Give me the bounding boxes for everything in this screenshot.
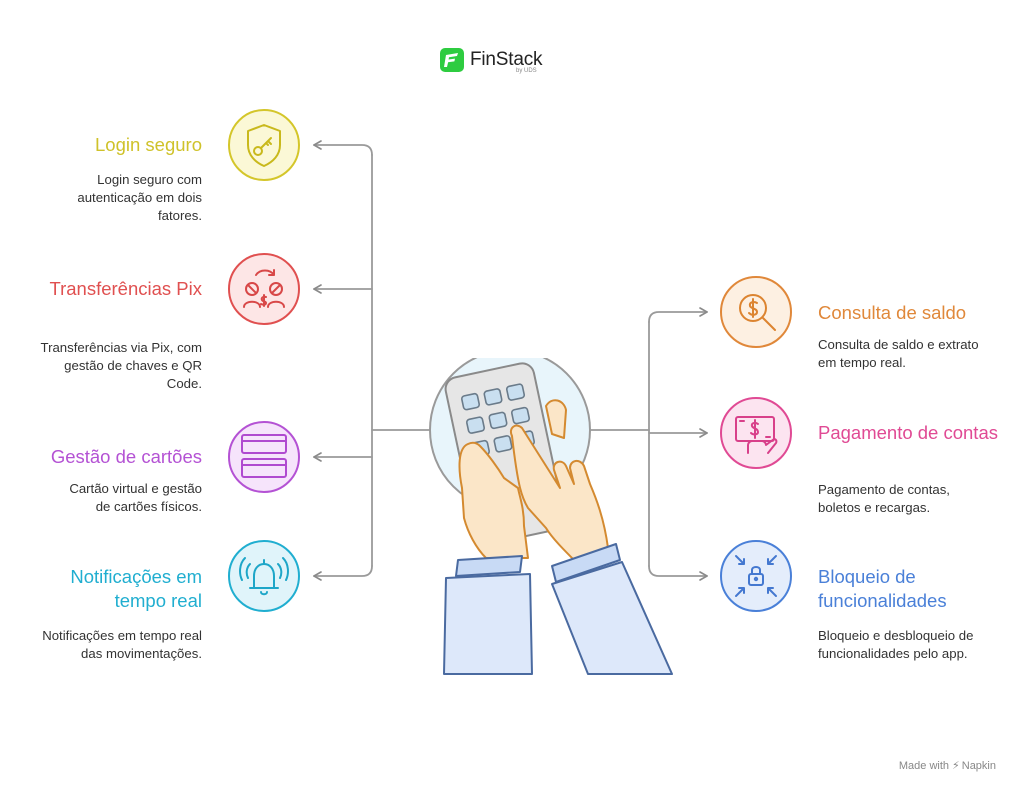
feature-title-pix: Transferências Pix (49, 278, 202, 299)
feature-desc-login: Login seguro com autenticação em dois fa… (77, 172, 202, 223)
transfer-icon (243, 269, 285, 308)
feature-title-lock: Bloqueio de funcionalidades (818, 566, 947, 611)
cash-hand-icon (735, 416, 778, 454)
feature-lock-badge (720, 540, 792, 612)
feature-desc-lock: Bloqueio e desbloqueio de funcionalidade… (818, 628, 974, 661)
watermark-prefix: Made with (898, 760, 950, 772)
feature-title-notifications: Notificações em tempo real (70, 566, 202, 611)
cards-icon (241, 434, 287, 478)
feature-desc-notifications: Notificações em tempo real das movimenta… (42, 628, 202, 661)
made-with-napkin[interactable]: Made with⚡Napkin (899, 759, 996, 772)
watermark-name: Napkin (961, 760, 996, 772)
pix-transfer-badge (228, 253, 300, 325)
feature-desc-cards: Cartão virtual e gestão de cartões físic… (69, 481, 202, 514)
shield-key-icon (247, 124, 281, 167)
bill-payment-badge (720, 397, 792, 469)
lock-arrows-icon (735, 555, 777, 597)
feature-desc-pix: Transferências via Pix, com gestão de ch… (40, 340, 202, 391)
feature-title-login: Login seguro (95, 134, 202, 155)
finstack-logo-icon (440, 48, 464, 72)
login-security-badge (228, 109, 300, 181)
notifications-badge (228, 540, 300, 612)
cards-management-badge (228, 421, 300, 493)
magnifier-dollar-icon (739, 294, 776, 331)
balance-check-badge (720, 276, 792, 348)
feature-desc-payment: Pagamento de contas, boletos e recargas. (818, 482, 950, 515)
brand-tagline: by UDS (516, 68, 537, 74)
napkin-logo-icon: ⚡ (952, 760, 960, 772)
brand-name: FinStack (470, 49, 543, 70)
feature-title-balance: Consulta de saldo (818, 302, 967, 323)
feature-desc-balance: Consulta de saldo e extrato em tempo rea… (818, 337, 979, 370)
feature-title-payment: Pagamento de contas (818, 422, 998, 443)
bell-icon (239, 557, 289, 596)
feature-title-cards: Gestão de cartões (50, 446, 202, 467)
brand-logo: FinStack by UDS (440, 46, 550, 78)
hand-calculator-illustration (429, 358, 673, 675)
